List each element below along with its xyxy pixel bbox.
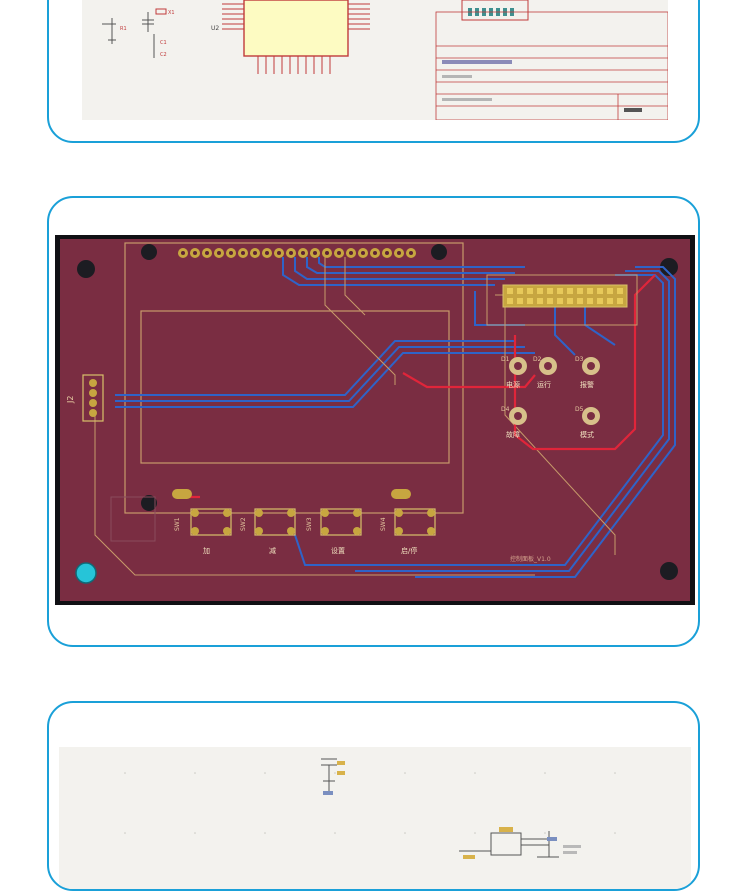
button-label-4: SW4 [380, 517, 387, 531]
indicator-text-3: 报警 [580, 380, 594, 389]
label-r1: R1 [120, 26, 127, 32]
push-buttons [190, 508, 436, 536]
title-block [435, 11, 668, 120]
mounting-holes [75, 244, 678, 584]
indicator-label-5: D5 [575, 406, 584, 413]
indicator-text-5: 模式 [580, 430, 594, 439]
silk-route-outline [94, 257, 616, 576]
board-footer-text: 控制面板_V1.0 [510, 555, 551, 563]
pcb-layout-view[interactable]: J2 电源 运行 报警 故障 模式 D1 D2 D3 D4 D5 [55, 235, 695, 605]
button-text-3: 设置 [331, 546, 345, 555]
button-text-1: 加 [203, 546, 210, 555]
indicator-text-4: 故障 [506, 430, 520, 439]
right-header [502, 284, 628, 308]
indicator-label-3: D3 [575, 356, 584, 363]
connector-j2 [82, 374, 104, 422]
schematic-canvas-bottom[interactable] [59, 747, 691, 891]
button-text-2: 减 [269, 546, 276, 555]
pcb-card[interactable]: J2 电源 运行 报警 故障 模式 D1 D2 D3 D4 D5 [47, 196, 700, 647]
schematic-canvas-top[interactable]: U2 X1 R1 C1 C2 [82, 0, 668, 120]
label-u2: U2 [211, 25, 219, 32]
indicator-label-4: D4 [501, 406, 510, 413]
button-label-2: SW2 [240, 517, 247, 531]
indicator-label-2: D2 [533, 356, 542, 363]
button-label-1: SW1 [174, 517, 181, 531]
mcu-symbol [243, 0, 349, 57]
button-text-4: 启/停 [401, 546, 417, 555]
label-c2: C2 [160, 52, 167, 58]
indicator-leds [509, 357, 600, 425]
indicator-text-2: 运行 [537, 380, 551, 389]
pad-pill-left [172, 489, 192, 499]
button-label-3: SW3 [306, 517, 313, 531]
regulator-symbol [321, 758, 337, 793]
label-x1: X1 [168, 10, 175, 16]
schematic-card-top[interactable]: U2 X1 R1 C1 C2 [47, 0, 700, 143]
indicator-text-1: 电源 [506, 380, 520, 389]
schematic-card-bottom[interactable] [47, 701, 700, 891]
mount-hole-highlight[interactable] [75, 562, 97, 584]
label-j2: J2 [66, 396, 75, 404]
label-c1: C1 [160, 40, 167, 46]
indicator-label-1: D1 [501, 356, 510, 363]
pad-pill-right [391, 489, 411, 499]
